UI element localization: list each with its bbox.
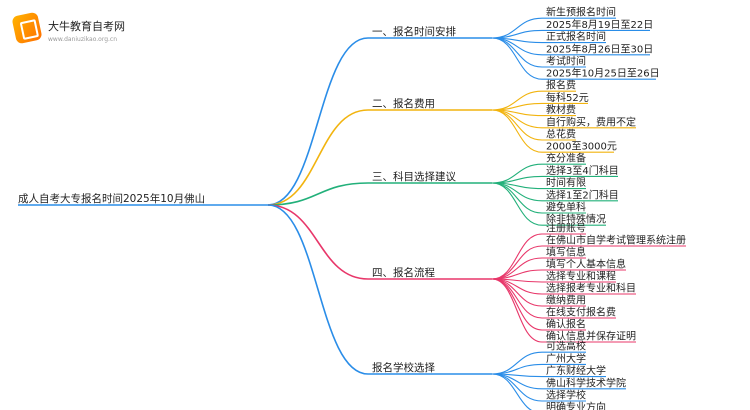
leaf-label: 正式报名时间 [546,30,606,43]
leaf-label: 确认报名 [546,318,586,331]
leaf-link [491,182,543,226]
leaf-label: 确认信息并保存证明 [546,330,636,343]
leaf-link [491,363,543,375]
brand-url: www.daniuzikao.org.cn [48,36,118,43]
leaf-label: 时间有限 [546,176,586,189]
leaf-label: 填写信息 [546,246,586,259]
leaf-label: 教材费 [546,103,576,116]
leaf-label: 2000至3000元 [546,141,617,153]
leaf-label: 选择3至4门科目 [546,164,619,177]
leaf-label: 每科52元 [546,91,589,104]
leaf-label: 在线支付报名费 [546,306,616,319]
mindmap-links [18,17,686,410]
leaf-link [491,233,543,280]
leaf-label: 选择学校 [546,389,586,402]
leaf-link [491,373,543,402]
leaf-label: 选择专业和课程 [546,270,616,283]
leaf-label: 除非特殊情况 [546,213,606,226]
leaf-link [491,109,543,153]
leaf-link [491,109,543,141]
leaf-label: 2025年8月19日至22日 [546,18,653,31]
leaf-label: 避免单科 [546,201,586,214]
leaf-label: 可选高校 [546,340,586,353]
leaf-link [491,278,543,343]
leaf-link [491,257,543,280]
leaf-label: 新生预报名时间 [546,6,616,19]
leaf-label: 广东财经大学 [546,364,606,377]
branch-label: 三、科目选择建议 [372,170,456,183]
leaf-label: 注册账号 [546,222,586,235]
leaf-link [491,17,543,39]
leaf-link [491,37,543,80]
leaf-label: 总花费 [546,128,576,141]
leaf-link [491,278,543,319]
branch-link [267,109,369,206]
leaf-label: 缴纳费用 [546,294,586,307]
branch-link [267,37,369,206]
leaf-label: 填写个人基本信息 [546,258,626,271]
branch-link [267,204,369,280]
leaf-label: 选择1至2门科目 [546,188,619,201]
leaf-label: 2025年10月25日至26日 [546,67,660,80]
leaf-label: 佛山科学技术学院 [546,376,626,389]
branch-label: 报名学校选择 [372,361,435,374]
leaf-label: 考试时间 [546,55,586,68]
mindmap-nodes: 成人自考大专报名时间2025年10月佛山一、报名时间安排新生预报名时间2025年… [18,6,686,410]
branch-label: 一、报名时间安排 [372,25,456,38]
leaf-link [491,351,543,375]
leaf-label: 明确专业方向 [546,401,606,410]
leaf-label: 广州大学 [546,352,586,365]
branch-label: 四、报名流程 [372,266,435,279]
leaf-link [491,373,533,410]
leaf-label: 自行购买，费用不定 [546,115,636,128]
leaf-label: 选择报考专业和科目 [546,282,636,295]
brand-name: 大牛教育自考网 [48,20,125,33]
branch-label: 二、报名费用 [372,97,435,110]
brand-logo: 大牛教育自考网 www.daniuzikao.org.cn [11,11,174,54]
leaf-label: 在佛山市自学考试管理系统注册 [546,234,686,247]
leaf-link [491,182,543,214]
branch-link [267,204,369,375]
leaf-link [491,278,543,307]
leaf-label: 2025年8月26日至30日 [546,42,653,55]
leaf-label: 报名费 [546,79,576,92]
branch-link [267,182,369,206]
root-node-label: 成人自考大专报名时间2025年10月佛山 [18,192,205,205]
leaf-label: 充分准备 [546,152,586,165]
